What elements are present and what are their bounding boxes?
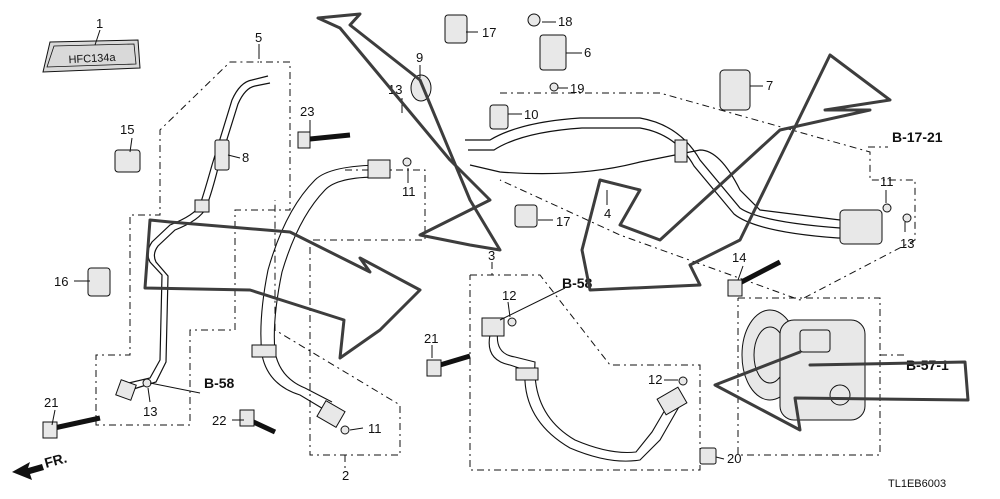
part-number-22: 22 [212,413,226,428]
front-direction-indicator: FR. [12,450,69,480]
part-number-1: 1 [96,16,103,31]
part-number-16: 16 [54,274,68,289]
reference-labels: B-17-21 B-58 B-58 B-57-1 [204,129,949,391]
part-13-oring-left [142,378,152,388]
bolts [42,131,782,439]
part-number-17-upper: 17 [482,25,496,40]
label-plate-text: HFC134a [68,52,117,66]
group-outline-3 [469,274,701,471]
part-number-7: 7 [766,78,773,93]
scribble-arrow-left [143,218,422,360]
part-11-oring-upper [402,157,412,167]
pipe-5 [115,75,271,401]
part-number-13-right: 13 [900,236,914,251]
part-20-nut [699,447,717,465]
part-number-4: 4 [604,206,611,221]
group-outline-2 [274,169,426,456]
part-8-switch [214,139,230,171]
part-number-15: 15 [120,122,134,137]
part-12-oring-upper [507,317,517,327]
part-number-11-right: 11 [880,174,894,189]
group-outline-5 [95,52,291,426]
part-number-3: 3 [488,248,495,263]
part-number-13-left: 13 [143,404,157,419]
pipe-4-connector-block [839,209,883,245]
part-number-20: 20 [727,451,741,466]
ref-b-58-right: B-58 [562,275,593,291]
scribble-arrow-right [580,53,892,292]
part-11-oring-lower [340,425,350,435]
scribble-overlays [143,12,970,432]
part-11-oring-right [882,203,892,213]
hose-2-upper-fitting [367,159,391,179]
part-number-11-upper: 11 [402,184,416,199]
part-10-cap [489,104,509,130]
pipe-5-fitting [115,379,137,401]
part-16-clip [87,267,111,297]
hose-3 [481,317,688,462]
hose-3-clamp [515,367,539,381]
part-number-17-lower: 17 [556,214,570,229]
front-arrow-icon [12,462,44,480]
part-number-12-lower: 12 [648,372,662,387]
pipe-5-bracket [194,199,210,213]
part-17-clip-upper [444,14,468,44]
part-number-5: 5 [255,30,262,45]
part-number-6: 6 [584,45,591,60]
label-plate: HFC134a [42,39,141,73]
part-17-clip-lower [514,204,538,228]
part-6-bracket [539,34,567,71]
small-parts [87,13,912,465]
group-outline-compressor [737,297,881,456]
ref-b-58-left: B-58 [204,375,235,391]
leader-lines [51,21,906,460]
pipe-4-clamp [674,139,688,163]
part-18-bolt [527,13,541,27]
hose-2-lower-fitting [316,400,346,428]
part-number-19: 19 [570,81,584,96]
drawing-code: TL1EB6003 [888,478,946,490]
scribble-arrow-compressor [713,350,970,432]
group-outline-4 [499,92,916,301]
ref-b-57-1: B-57-1 [906,357,949,373]
compressor [741,309,866,421]
part-number-12-upper: 12 [502,288,516,303]
part-number-9: 9 [416,50,423,65]
hose-2-clamp [251,344,277,358]
part-12-oring-lower [678,376,688,386]
group-outlines [95,52,916,471]
compressor-body [779,319,866,421]
hose-2 [251,159,391,428]
front-direction-label: FR. [43,450,69,471]
part-number-labels: 1 2 3 4 5 6 7 8 9 10 11 11 11 12 12 13 1… [44,14,914,483]
part-number-21-right: 21 [424,331,438,346]
hose-3-lower-fitting [656,386,688,416]
part-number-2: 2 [342,468,349,483]
part-19-bolt [549,82,559,92]
hose-3-upper-fitting [481,317,505,337]
part-13-oring-right [902,213,912,223]
part-number-21-left: 21 [44,395,58,410]
scribble-arrow-top [316,12,502,252]
ref-b-17-21: B-17-21 [892,129,943,145]
part-15-clip [114,149,141,173]
part-number-13-upper: 13 [388,82,402,97]
part-7-clip [719,69,751,111]
part-number-8: 8 [242,150,249,165]
part-number-23: 23 [300,104,314,119]
part-number-18: 18 [558,14,572,29]
part-number-11-lower: 11 [368,421,382,436]
part-number-10: 10 [524,107,538,122]
part-number-14: 14 [732,250,746,265]
